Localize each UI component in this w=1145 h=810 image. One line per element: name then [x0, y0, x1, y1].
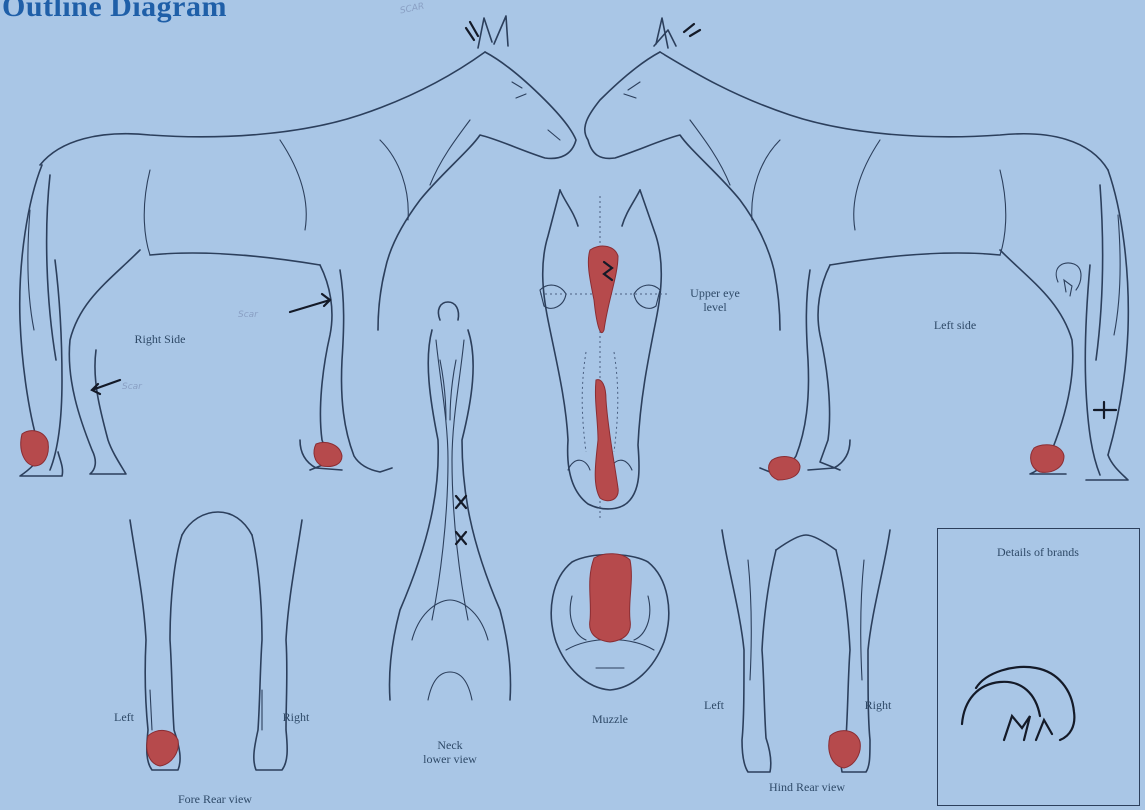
label-left-side: Left side	[915, 318, 995, 332]
label-upper-eye-line1: Upper eye	[680, 286, 750, 300]
neck-lower-view	[389, 302, 510, 700]
label-neck-line2: lower view	[410, 752, 490, 766]
hoof-markings	[21, 431, 1064, 480]
muzzle-view	[551, 554, 669, 690]
details-of-brands-box: Details of brands	[937, 528, 1140, 806]
scar-arrows	[92, 22, 1116, 418]
label-neck-line1: Neck	[410, 738, 490, 752]
label-fore-right: Right	[266, 710, 326, 724]
label-fore-left: Left	[104, 710, 144, 724]
label-neck-lower-view: Neck lower view	[410, 738, 490, 766]
label-hind-left: Left	[694, 698, 734, 712]
label-details-of-brands: Details of brands	[938, 545, 1138, 559]
left-side-horse-outline	[585, 18, 1129, 480]
handwritten-scar-leg: Scar	[122, 382, 142, 392]
label-muzzle: Muzzle	[570, 712, 650, 726]
right-side-horse-outline	[20, 16, 576, 476]
label-hind-rear-view: Hind Rear view	[742, 780, 872, 794]
label-right-side: Right Side	[120, 332, 200, 346]
hind-rear-view-legs	[722, 530, 890, 772]
label-upper-eye-line2: level	[680, 300, 750, 314]
label-hind-right: Right	[848, 698, 908, 712]
handwritten-scar-shoulder: Scar	[238, 310, 258, 320]
label-upper-eye-level: Upper eye level	[680, 286, 750, 314]
head-front-view	[540, 190, 668, 520]
label-fore-rear-view: Fore Rear view	[150, 792, 280, 806]
fore-rear-view-legs	[130, 512, 302, 770]
